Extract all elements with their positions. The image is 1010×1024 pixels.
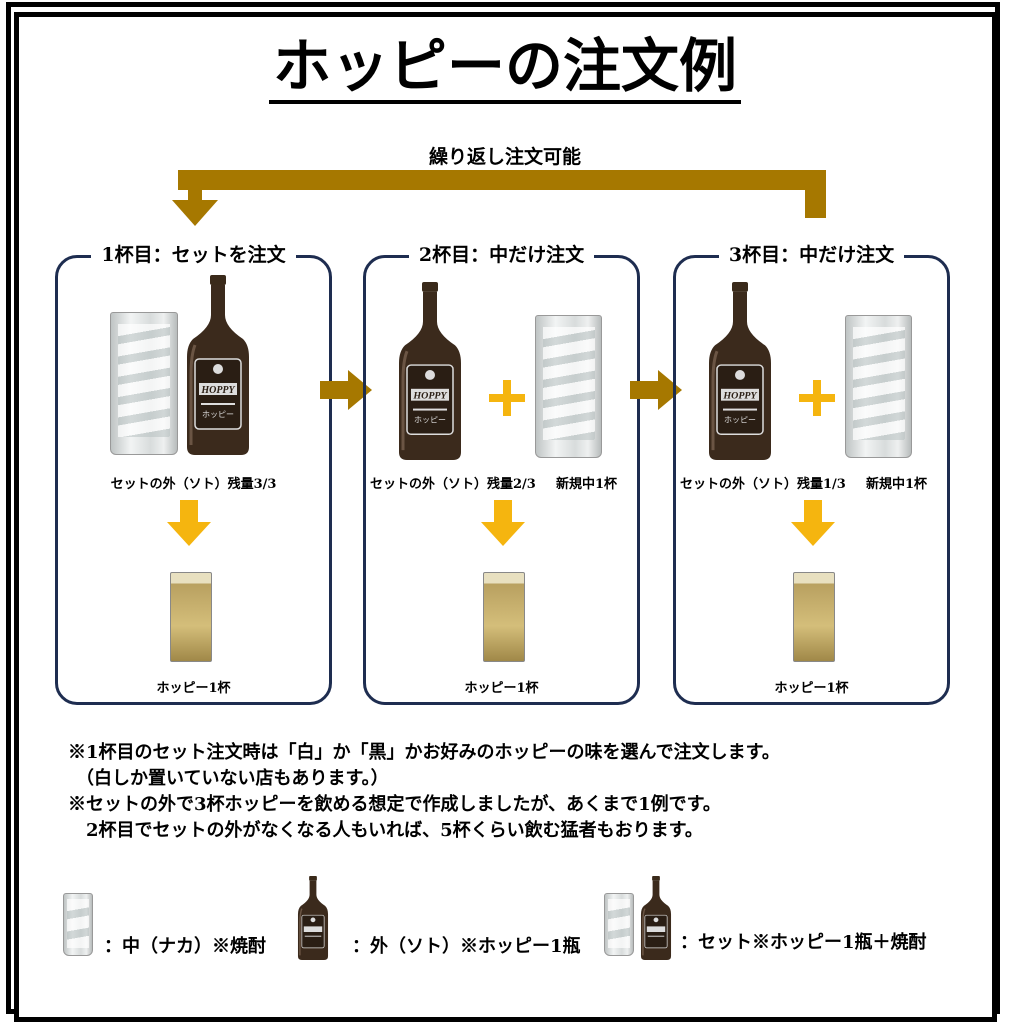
legend-set-glass-icon: [604, 893, 634, 956]
next-arrow: [630, 370, 682, 410]
naka-glass: [110, 312, 178, 455]
legend-soto-label: ：外（ソト）※ホッピー1瓶: [352, 936, 581, 957]
panel-2-soto-caption: セットの外（ソト）残量2/3: [370, 477, 536, 492]
panel-2-result: ホッピー1杯: [464, 681, 539, 696]
naka-glass: [845, 315, 912, 458]
note-line: 2杯目でセットの外がなくなる人もいれば、5杯くらい飲む猛者もおります。: [86, 820, 703, 841]
bottle-brand-label: HOPPY: [722, 391, 757, 402]
down-arrow: [167, 500, 211, 546]
hoppy-drink-glass: [170, 572, 212, 662]
panel-2-heading: 2杯目：中だけ注文: [363, 240, 640, 267]
panel-2-naka-caption: 新規中1杯: [556, 477, 618, 492]
hoppy-bottle: HOPPY ホッピー: [185, 275, 251, 455]
bottle-brand-label: HOPPY: [200, 385, 235, 396]
bottle-brand-label: HOPPY: [412, 391, 447, 402]
bottle-kana-label: ホッピー: [724, 415, 756, 424]
panel-1-soto-caption: セットの外（ソト）残量3/3: [110, 477, 277, 492]
plus-icon: [799, 380, 835, 416]
notes: ※1杯目のセット注文時は「白」か「黒」かお好みのホッピーの味を選んで注文します。…: [68, 740, 780, 844]
down-arrow: [481, 500, 525, 546]
down-arrow: [791, 500, 835, 546]
panel-3-result: ホッピー1杯: [774, 681, 849, 696]
naka-glass: [535, 315, 602, 458]
next-arrow: [320, 370, 372, 410]
panel-1-heading: 1杯目：セットを注文: [55, 240, 332, 267]
hoppy-drink-glass: [483, 572, 525, 662]
legend-soto-icon: [297, 876, 329, 960]
panel-1-result: ホッピー1杯: [156, 681, 231, 696]
note-line: ※セットの外で3杯ホッピーを飲める想定で作成しましたが、あくまで1例です。: [68, 794, 721, 815]
plus-icon: [489, 380, 525, 416]
panel-3-heading: 3杯目：中だけ注文: [673, 240, 950, 267]
hoppy-bottle: HOPPY ホッピー: [397, 282, 463, 460]
note-line: ※1杯目のセット注文時は「白」か「黒」かお好みのホッピーの味を選んで注文します。: [68, 742, 780, 763]
panel-3-naka-caption: 新規中1杯: [866, 477, 928, 492]
bottle-kana-label: ホッピー: [414, 415, 446, 424]
note-line: （白しか置いていない店もあります。）: [76, 768, 389, 789]
hoppy-bottle: HOPPY ホッピー: [707, 282, 773, 460]
legend-naka-icon: [63, 893, 93, 956]
panel-3-soto-caption: セットの外（ソト）残量1/3: [680, 477, 846, 492]
loop-label: 繰り返し注文可能: [428, 146, 581, 168]
bottle-kana-label: ホッピー: [202, 410, 234, 419]
page-title: ホッピーの注文例: [0, 32, 1010, 104]
legend-set-bottle-icon: [640, 876, 672, 960]
hoppy-drink-glass: [793, 572, 835, 662]
legend-naka-label: ：中（ナカ）※焼酎: [104, 936, 266, 957]
legend-set-label: ：セット※ホッピー1瓶＋焼酎: [680, 932, 927, 953]
